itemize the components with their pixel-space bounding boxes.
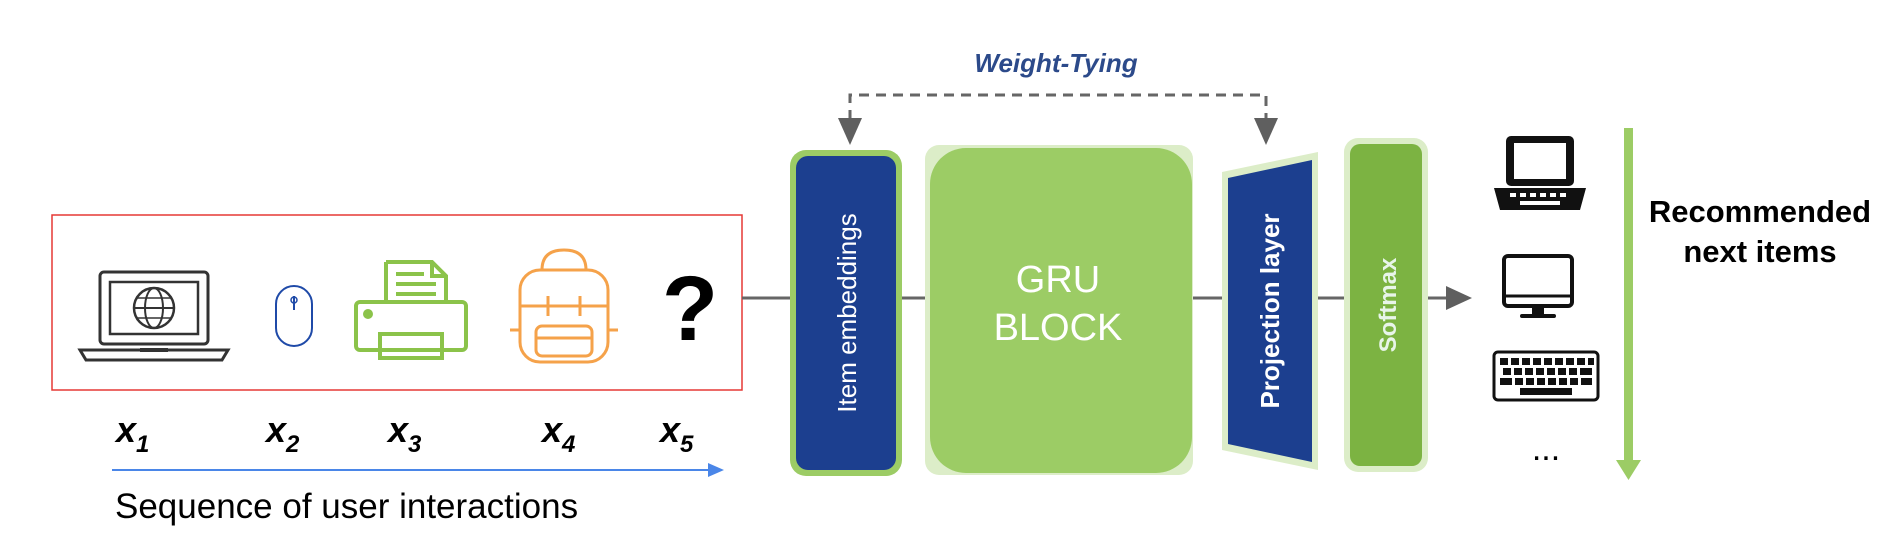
- printer-icon: [354, 260, 468, 360]
- gru-label-line1: GRU: [1016, 259, 1100, 301]
- projection-layer-block: Projection layer: [1222, 152, 1318, 470]
- item-label-3: x3: [386, 409, 422, 458]
- keyboard-icon: [1492, 350, 1600, 402]
- ranking-arrow: [1616, 128, 1641, 480]
- weight-tying-connector: [838, 93, 1278, 145]
- item-labels: x1 x2 x3 x4 x5: [114, 409, 694, 458]
- gru-block: GRU BLOCK: [925, 145, 1193, 475]
- monitor-icon: [1502, 254, 1574, 318]
- weight-tying-label: Weight-Tying: [974, 48, 1137, 78]
- softmax-block: Softmax: [1344, 138, 1428, 472]
- sequence-box: [51, 214, 743, 391]
- sequence-caption: Sequence of user interactions: [115, 487, 578, 526]
- projection-layer-label: Projection layer: [1255, 213, 1285, 408]
- output-title-line2: next items: [1683, 234, 1836, 269]
- softmax-label: Softmax: [1375, 257, 1402, 352]
- output-title-line1: Recommended: [1649, 194, 1871, 229]
- sequence-arrow: [112, 463, 724, 477]
- item-embeddings-block: Item embeddings: [790, 150, 902, 476]
- more-items-ellipsis: ...: [1532, 430, 1560, 468]
- backpack-icon: [510, 248, 618, 364]
- mouse-icon: [275, 285, 313, 347]
- item-label-2: x2: [264, 409, 300, 458]
- item-label-4: x4: [540, 409, 575, 458]
- question-mark-icon: ?: [662, 258, 718, 360]
- flow-connectors: [742, 286, 1472, 310]
- gru-label-line2: BLOCK: [994, 307, 1123, 349]
- item-label-1: x1: [114, 409, 149, 458]
- laptop-icon: [1494, 136, 1586, 210]
- laptop-globe-icon: [77, 270, 231, 362]
- item-embeddings-label: Item embeddings: [832, 213, 862, 412]
- item-label-5: x5: [658, 409, 694, 458]
